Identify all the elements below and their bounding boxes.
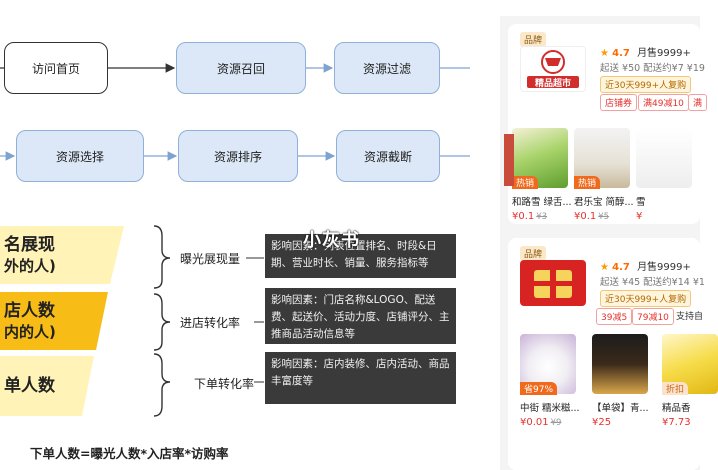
product-item[interactable]: 雪 ¥ (636, 128, 692, 222)
flow-node-resource-filter: 资源过滤 (334, 42, 440, 94)
product-name: 精品香 (662, 403, 691, 414)
product-item[interactable]: 热销 君乐宝 简醇... ¥0.1¥5 (574, 128, 634, 222)
product-image (636, 128, 692, 188)
monthly-sales: 月售9999+ (637, 262, 691, 273)
store-card-1[interactable]: 品牌 精品超市 ★ 4.7 月售9999+ 起送 ¥50 配送约¥7 ¥19 近… (504, 24, 708, 224)
factors-exposure: 影响因素：列表位置排名、时段&日期、营业时长、销量、服务指标等 (265, 234, 456, 278)
app-screenshot-panel: 品牌 精品超市 ★ 4.7 月售9999+ 起送 ¥50 配送约¥7 ¥19 近… (500, 16, 718, 470)
brace-order (153, 353, 171, 417)
product-item[interactable]: 省97% 中街 糯米糍... ¥0.01¥9 (520, 334, 580, 428)
product-name: 和路雪 绿舌... (512, 197, 572, 208)
funnel-enter-main: 店人数 (4, 300, 55, 321)
flow-node-resource-select: 资源选择 (16, 130, 144, 182)
product-price: ¥ (636, 211, 643, 222)
flow-node-resource-sort: 资源排序 (178, 130, 298, 182)
brand-tag: 品牌 (520, 246, 547, 261)
store-fees: 起送 ¥45 配送约¥14 ¥1 (600, 277, 705, 288)
funnel-band-enter (0, 292, 108, 350)
repurchase-badge: 近30天999+人复购 (600, 76, 692, 93)
funnel-exposure-sub: 外的人) (4, 256, 56, 275)
product-item[interactable]: 热销 和路雪 绿舌... ¥0.1¥3 (512, 128, 572, 222)
product-name: 【单袋】青... (592, 403, 649, 414)
discount-tag-more[interactable]: 满 (688, 94, 708, 111)
left-cropped-product (504, 134, 514, 186)
stage-label-order: 下单转化率 (194, 377, 255, 391)
product-price: ¥0.1¥5 (574, 211, 610, 222)
flow-node-visit-home: 访问首页 (4, 42, 108, 94)
stage-label-enter: 进店转化率 (180, 316, 241, 330)
store-rating: ★ 4.7 月售9999+ (600, 258, 691, 273)
monthly-sales: 月售9999+ (637, 48, 691, 59)
brand-tag: 品牌 (520, 32, 547, 47)
product-name: 雪 (636, 197, 646, 208)
product-price: ¥0.01¥9 (520, 417, 562, 428)
self-pickup-tag: 支持自 (676, 312, 704, 322)
product-price: ¥0.1¥3 (512, 211, 548, 222)
factors-order: 影响因素：店内装修、店内活动、商品丰富度等 (265, 352, 456, 404)
product-tag: 折扣 (662, 382, 689, 395)
funnel-enter-sub: 内的人) (4, 322, 56, 341)
product-item[interactable]: 折扣 精品香 ¥7.73 (662, 334, 718, 428)
discount-tag[interactable]: 39减5 (596, 308, 633, 325)
stage-label-exposure: 曝光展现量 (180, 252, 241, 266)
discount-tag[interactable]: 79减10 (632, 308, 674, 325)
factors-enter: 影响因素：门店名称&LOGO、配送费、起送价、活动力度、店铺评分、主推商品活动信… (265, 288, 456, 344)
brace-enter (153, 293, 171, 351)
flow-node-resource-truncate: 资源截断 (336, 130, 440, 182)
store-logo-text: 精品超市 (534, 79, 571, 89)
product-item[interactable]: 【单袋】青... ¥25 (592, 334, 649, 428)
product-name: 中街 糯米糍... (520, 403, 580, 414)
stage-braces (153, 225, 264, 417)
store-fees: 起送 ¥50 配送约¥7 ¥19 (600, 63, 705, 74)
repurchase-badge: 近30天999+人复购 (600, 290, 692, 307)
brace-exposure (153, 225, 171, 289)
product-tag: 省97% (520, 382, 558, 395)
product-price: ¥25 (592, 417, 612, 428)
gift-logo-icon (534, 270, 572, 298)
watermark: 小灰书 (303, 230, 360, 251)
flow-node-resource-recall: 资源召回 (176, 42, 306, 94)
diagram-page: 访问首页 资源召回 资源过滤 资源选择 资源排序 资源截断 名展现 外的人) 店… (0, 16, 718, 470)
rating-value: 4.7 (612, 262, 630, 273)
store-logo (520, 260, 586, 306)
shopping-cart-logo-icon (527, 50, 579, 88)
discount-tag[interactable]: 满49减10 (638, 94, 689, 111)
star-icon: ★ (600, 262, 609, 273)
funnel-order: 单人数 (0, 357, 55, 415)
product-name: 君乐宝 简醇... (574, 197, 634, 208)
flow-connectors (0, 63, 470, 161)
product-tag: 热销 (512, 176, 539, 189)
store-card-2[interactable]: 品牌 ★ 4.7 月售9999+ 起送 ¥45 配送约¥14 ¥1 近30天99… (508, 238, 718, 470)
funnel-exposure: 名展现 外的人) (0, 226, 56, 284)
store-rating: ★ 4.7 月售9999+ (600, 44, 691, 59)
star-icon: ★ (600, 48, 609, 59)
funnel-band-order (0, 356, 94, 416)
store-logo: 精品超市 (520, 46, 586, 92)
rating-value: 4.7 (612, 48, 630, 59)
product-tag: 热销 (574, 176, 601, 189)
funnel-enter: 店人数 内的人) (0, 292, 56, 350)
product-price: ¥7.73 (662, 417, 691, 428)
product-image (592, 334, 648, 394)
funnel-band-exposure (0, 226, 124, 284)
funnel-exposure-main: 名展现 (4, 234, 55, 255)
conversion-formula: 下单人数=曝光人数*入店率*访购率 (30, 446, 229, 461)
funnel-order-main: 单人数 (4, 376, 55, 396)
coupon-tag[interactable]: 店铺券 (600, 94, 638, 111)
funnel-shapes (0, 226, 124, 416)
